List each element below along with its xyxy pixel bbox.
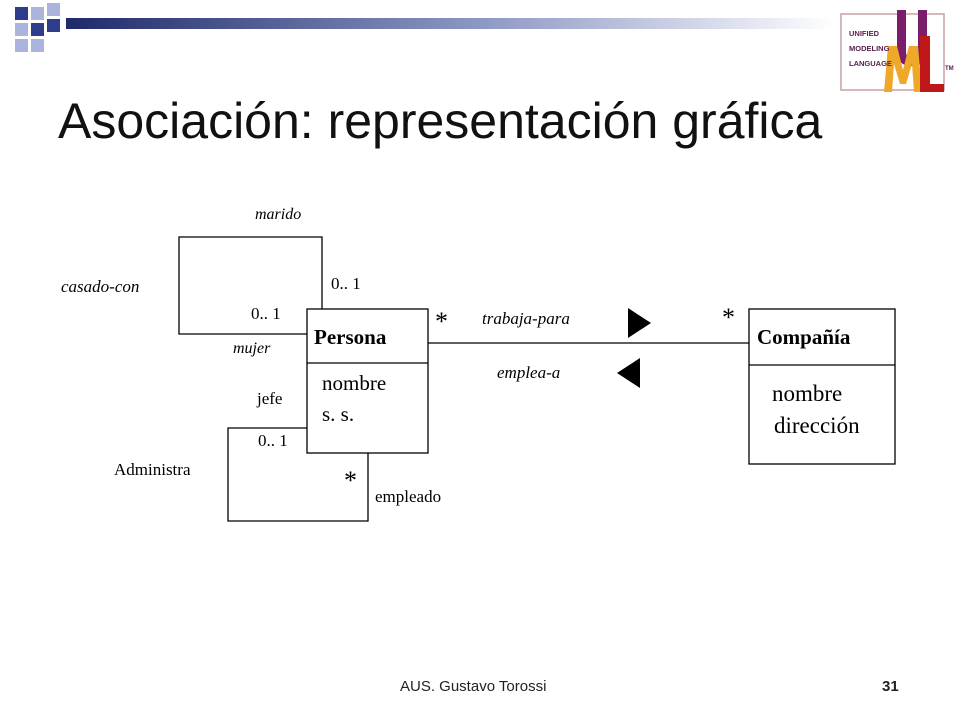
deco-square — [47, 3, 60, 16]
uml-diagram — [178, 236, 896, 522]
slide-title: Asociación: representación gráfica — [58, 93, 823, 149]
direction-arrow-left — [617, 358, 640, 388]
logo-letter-m — [884, 46, 922, 92]
header-decoration — [15, 3, 836, 52]
class-compania-attribute: nombre — [772, 381, 842, 406]
header-gradient-bar — [66, 18, 836, 29]
multiplicity-label: 0.. 1 — [251, 304, 281, 323]
role-label-mujer: mujer — [233, 340, 271, 357]
multiplicity-label: 0.. 1 — [258, 431, 288, 450]
deco-square — [15, 23, 28, 36]
class-persona-attribute: nombre — [322, 371, 386, 395]
class-compania-attribute: dirección — [774, 413, 860, 438]
multiplicity-label: * — [344, 466, 357, 495]
association-line-casado-con — [178, 236, 323, 335]
logo-text-language: LANGUAGE — [849, 59, 892, 68]
logo-letter-u — [897, 10, 927, 66]
page-number: 31 — [882, 678, 899, 695]
multiplicity-label: * — [722, 303, 735, 332]
association-line-administra — [227, 427, 369, 522]
multiplicity-label: * — [435, 307, 448, 336]
deco-square — [31, 23, 44, 36]
logo-letter-l — [920, 36, 944, 92]
role-label-jefe: jefe — [256, 389, 282, 408]
role-label-marido: marido — [255, 206, 301, 223]
deco-square — [15, 39, 28, 52]
multiplicity-label: 0.. 1 — [331, 274, 361, 293]
association-name-trabaja-para: trabaja-para — [482, 309, 570, 328]
association-name-casado-con: casado-con — [61, 277, 139, 296]
class-compania-name: Compañía — [757, 325, 851, 349]
class-compania-box — [748, 308, 896, 465]
association-name-emplea-a: emplea-a — [497, 363, 560, 382]
deco-square — [31, 7, 44, 20]
logo-text-unified: UNIFIED — [849, 29, 880, 38]
logo-trademark: TM — [945, 66, 954, 72]
deco-square — [15, 7, 28, 20]
uml-logo: UNIFIED MODELING LANGUAGE TM — [840, 10, 954, 92]
direction-arrow-right — [628, 308, 651, 338]
deco-square — [47, 19, 60, 32]
class-persona-name: Persona — [314, 325, 387, 349]
class-persona-attribute: s. s. — [322, 402, 354, 426]
role-label-empleado: empleado — [375, 487, 441, 506]
association-name-administra: Administra — [114, 460, 191, 479]
footer-author: AUS. Gustavo Torossi — [400, 678, 547, 695]
deco-square — [31, 39, 44, 52]
logo-text-modeling: MODELING — [849, 44, 890, 53]
